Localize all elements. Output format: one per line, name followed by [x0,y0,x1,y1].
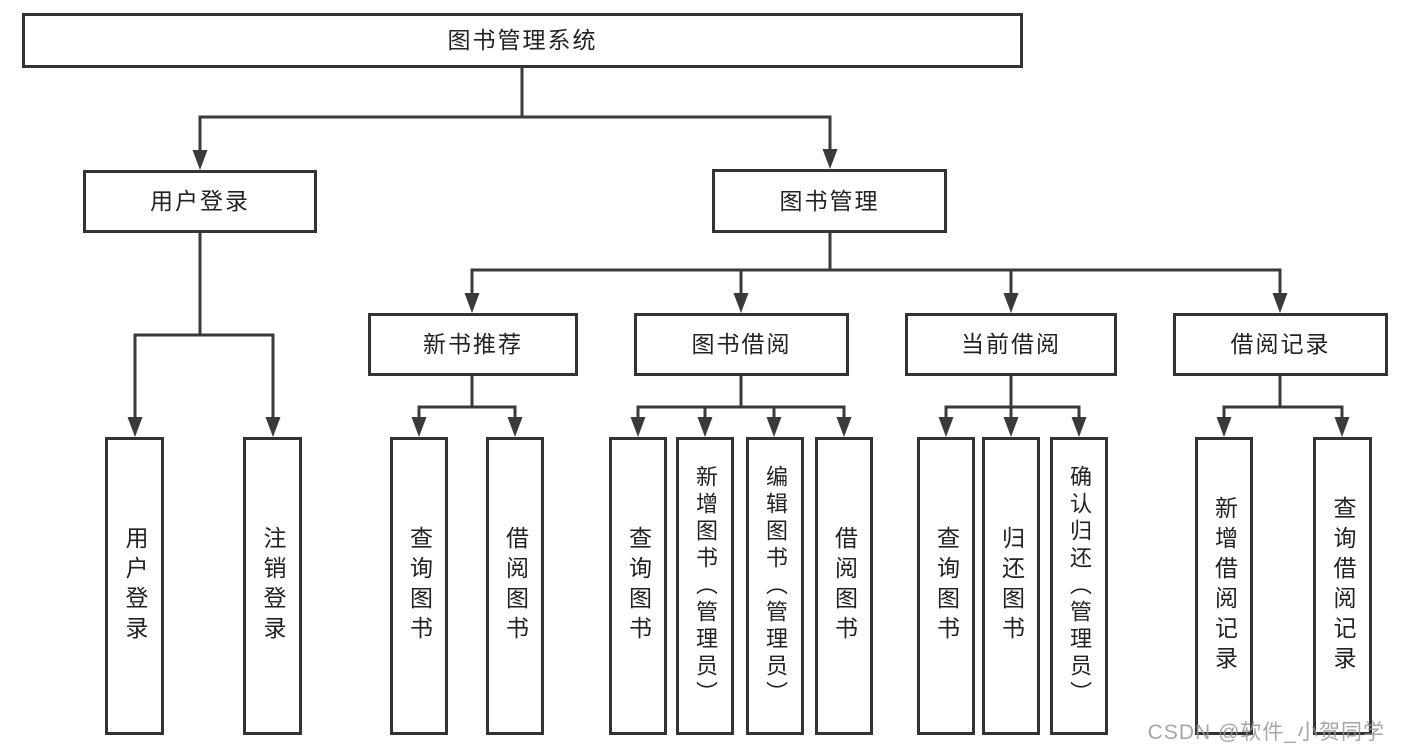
leaf-borrow-books: 借阅图书 [815,437,873,735]
node-borrowing-records: 借阅记录 [1173,313,1388,376]
arrowheads [127,149,1350,437]
node-book-management: 图书管理 [712,169,947,233]
leaf-logout: 注销登录 [243,437,302,735]
node-user-login: 用户登录 [83,170,317,233]
leaf-query-books-current: 查询图书 [917,437,975,735]
leaf-query-books-recommend: 查询图书 [390,437,448,735]
leaf-confirm-return-admin: 确认归还（管理员） [1050,437,1108,735]
leaf-edit-book-admin: 编辑图书（管理员） [746,437,804,735]
node-library-management-system: 图书管理系统 [22,13,1023,68]
leaf-return-book: 归还图书 [982,437,1040,735]
leaf-add-book-admin: 新增图书（管理员） [676,437,734,735]
connector-path [133,68,1344,420]
leaf-query-borrow-record: 查询借阅记录 [1313,437,1372,735]
node-book-borrowing: 图书借阅 [634,313,849,376]
leaf-borrow-books-recommend: 借阅图书 [486,437,544,735]
node-current-borrowing: 当前借阅 [905,313,1117,376]
node-new-book-recommendation: 新书推荐 [368,313,578,376]
leaf-user-login: 用户登录 [105,437,164,735]
watermark: CSDN @软件_小贺同学 [1147,721,1385,744]
leaf-add-borrow-record: 新增借阅记录 [1195,437,1253,735]
leaf-query-books-borrow: 查询图书 [609,437,667,735]
